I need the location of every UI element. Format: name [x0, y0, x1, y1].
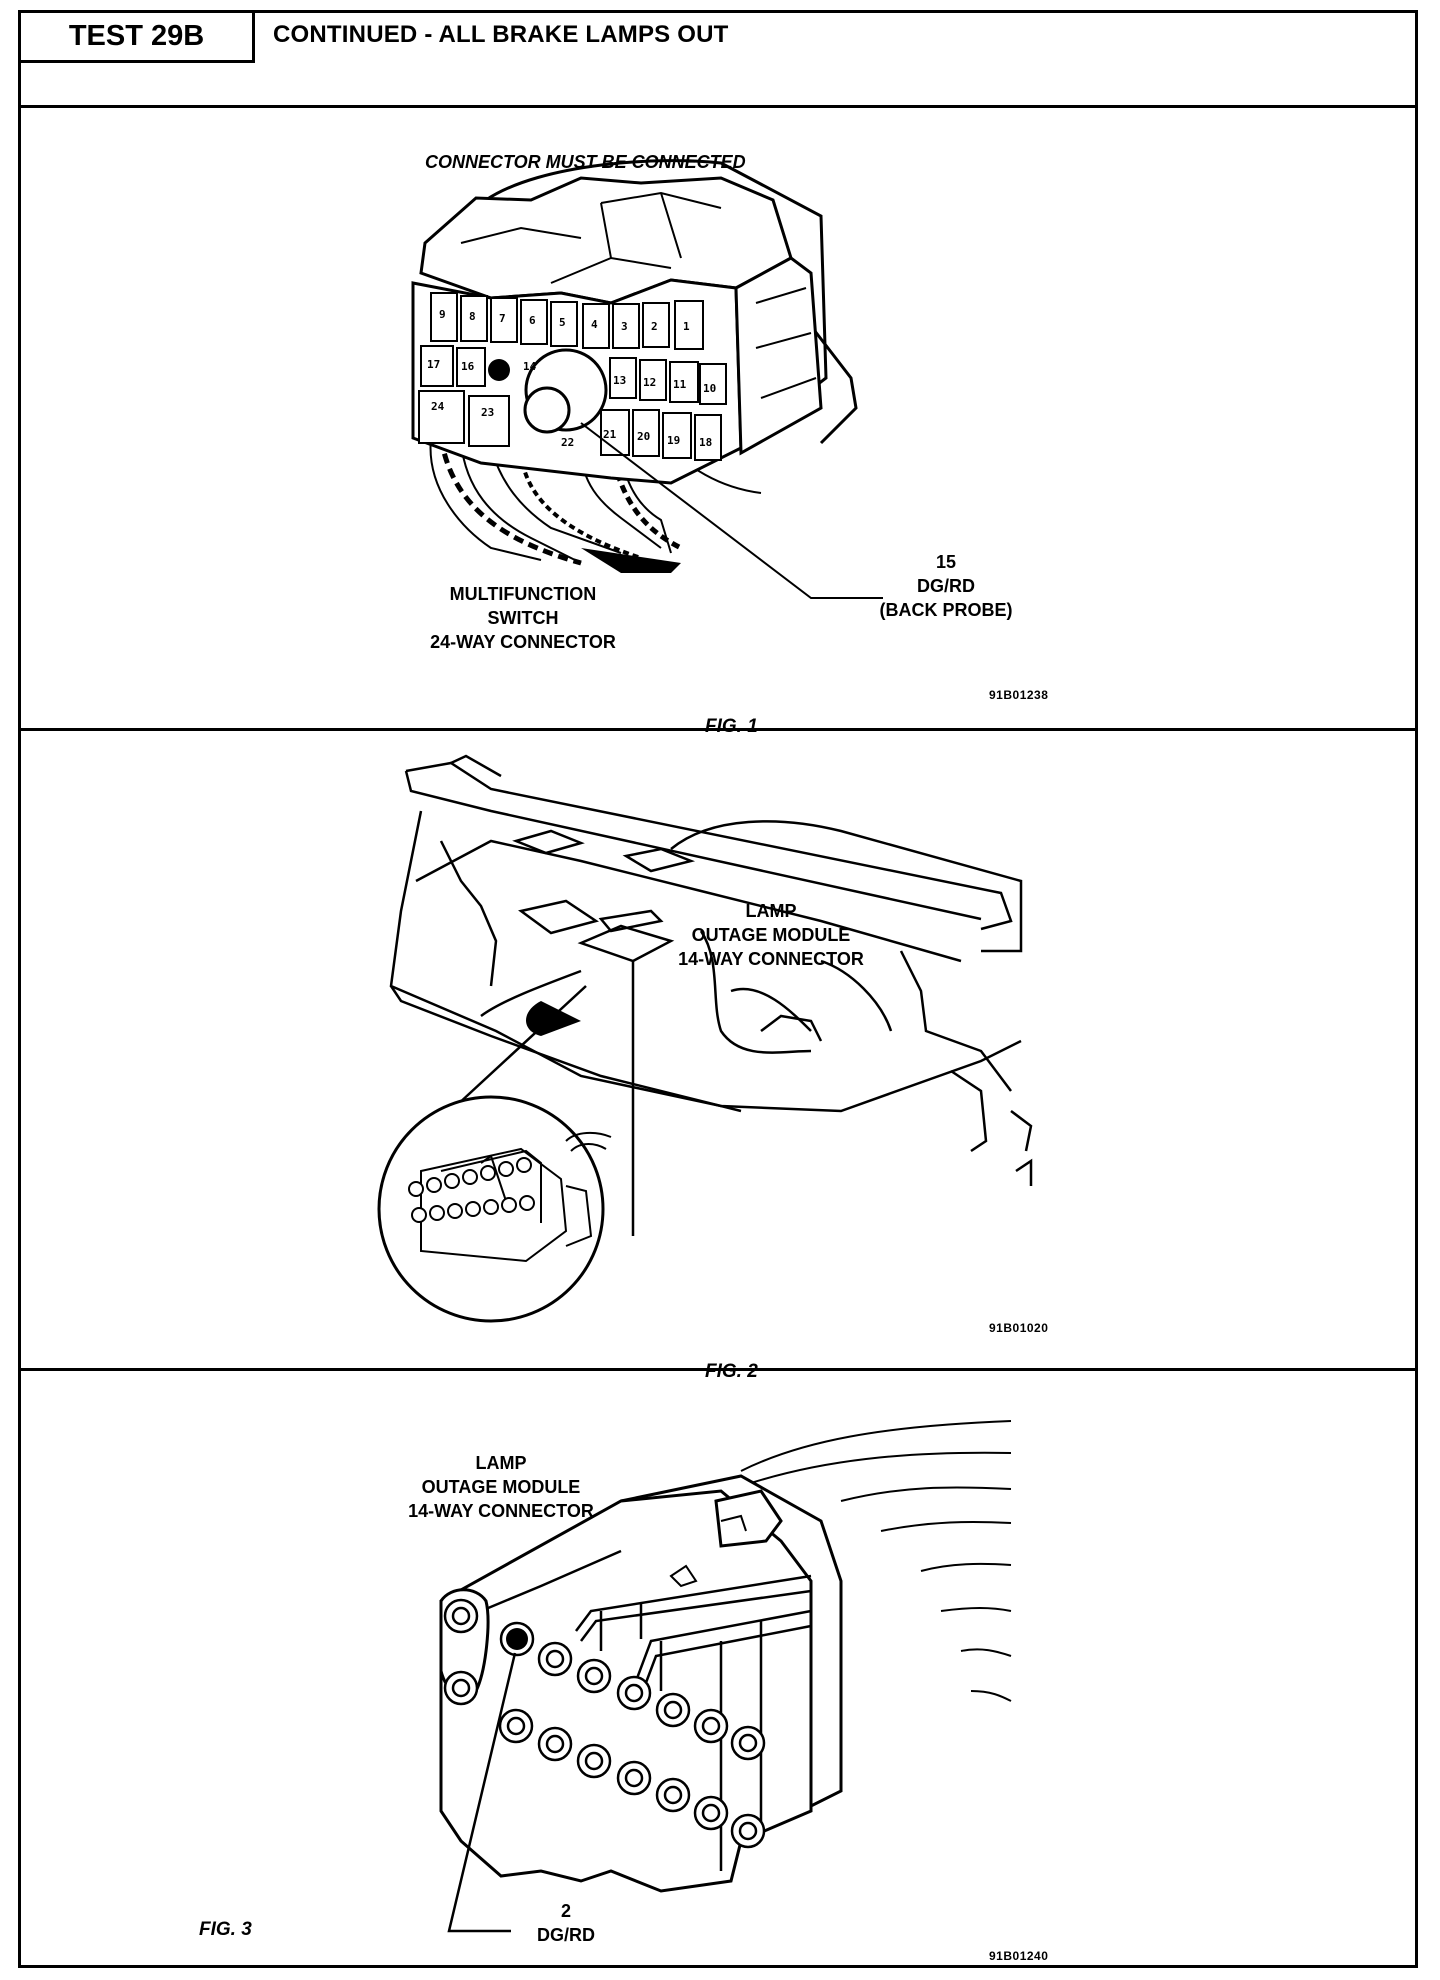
connector-label-line: 24-WAY CONNECTOR: [430, 632, 616, 652]
connector-label: MULTIFUNCTION SWITCH 24-WAY CONNECTOR: [393, 582, 653, 654]
figure-caption: FIG. 3: [199, 1919, 252, 1940]
figure-code: 91B01020: [989, 1321, 1049, 1335]
pin-label: 18: [699, 436, 712, 449]
pin-label: 12: [643, 376, 656, 389]
pin-label: 22: [561, 436, 574, 449]
figure-2-panel: LAMP OUTAGE MODULE 14-WAY CONNECTOR 91B0…: [21, 731, 1415, 1382]
test-number-tab: TEST 29B: [21, 13, 255, 63]
callout-note: (BACK PROBE): [879, 600, 1013, 620]
pin-label: 24: [431, 400, 445, 413]
pin-label: 13: [613, 374, 626, 387]
connector-label-line: OUTAGE MODULE: [421, 1477, 581, 1497]
figure-3-panel: LAMP OUTAGE MODULE 14-WAY CONNECTOR 2 DG…: [21, 1371, 1415, 1968]
lamp-outage-module-connector-illustration: [439, 1420, 1012, 1933]
pin-label: 4: [591, 318, 598, 331]
connector-label-line: OUTAGE MODULE: [691, 925, 851, 945]
callout-pin-number: 2: [560, 1901, 571, 1921]
pin-label: 7: [499, 312, 506, 325]
figure-1-panel: 9 8 7 6 5 4 3 2 1 17 16 14 13 12 11 10 2…: [21, 108, 1415, 737]
pin-label: 14: [523, 360, 537, 373]
pin-label: 19: [667, 434, 680, 447]
page-title: CONTINUED - ALL BRAKE LAMPS OUT: [273, 21, 729, 48]
connector-label: LAMP OUTAGE MODULE 14-WAY CONNECTOR: [641, 899, 901, 971]
connector-label-line: 14-WAY CONNECTOR: [678, 949, 864, 969]
pin-label: 9: [439, 308, 446, 321]
pin-label: 3: [621, 320, 628, 333]
pin-label: 6: [529, 314, 536, 327]
connector-label-line: SWITCH: [487, 608, 559, 628]
instrument-panel-illustration: [377, 754, 1033, 1323]
pin-label: 20: [637, 430, 650, 443]
pin-label: 21: [603, 428, 617, 441]
connector-label-line: MULTIFUNCTION: [449, 584, 597, 604]
connector-note: CONNECTOR MUST BE CONNECTED: [425, 152, 746, 172]
pin-label: 10: [703, 382, 716, 395]
pin-label: 5: [559, 316, 566, 329]
pin-label: 2: [651, 320, 658, 333]
pin-callout: 2 DG/RD: [521, 1899, 611, 1947]
figure-caption: FIG. 1: [705, 716, 758, 737]
service-manual-page: TEST 29B CONTINUED - ALL BRAKE LAMPS OUT: [18, 10, 1418, 1968]
pin-label: 1: [683, 320, 690, 333]
multifunction-switch-connector-illustration: 9 8 7 6 5 4 3 2 1 17 16 14 13 12 11 10 2…: [411, 159, 883, 599]
connector-label-line: 14-WAY CONNECTOR: [408, 1501, 594, 1521]
callout-wire-color: DG/RD: [537, 1925, 595, 1945]
figure-code: 91B01238: [989, 688, 1049, 702]
pin-label: 23: [481, 406, 494, 419]
pin-callout: 15 DG/RD (BACK PROBE): [851, 550, 1041, 622]
connector-label-line: LAMP: [475, 1453, 527, 1473]
pin-label: 16: [461, 360, 475, 373]
callout-pin-number: 15: [935, 552, 957, 572]
callout-wire-color: DG/RD: [917, 576, 975, 596]
pin-label: 11: [673, 378, 687, 391]
figure-code: 91B01240: [989, 1949, 1049, 1963]
pin-label: 17: [427, 358, 440, 371]
pin-label: 8: [469, 310, 476, 323]
connector-label: LAMP OUTAGE MODULE 14-WAY CONNECTOR: [371, 1451, 631, 1523]
figure-caption: FIG. 2: [705, 1361, 758, 1382]
page-header: TEST 29B CONTINUED - ALL BRAKE LAMPS OUT: [21, 13, 1415, 108]
connector-label-line: LAMP: [745, 901, 797, 921]
